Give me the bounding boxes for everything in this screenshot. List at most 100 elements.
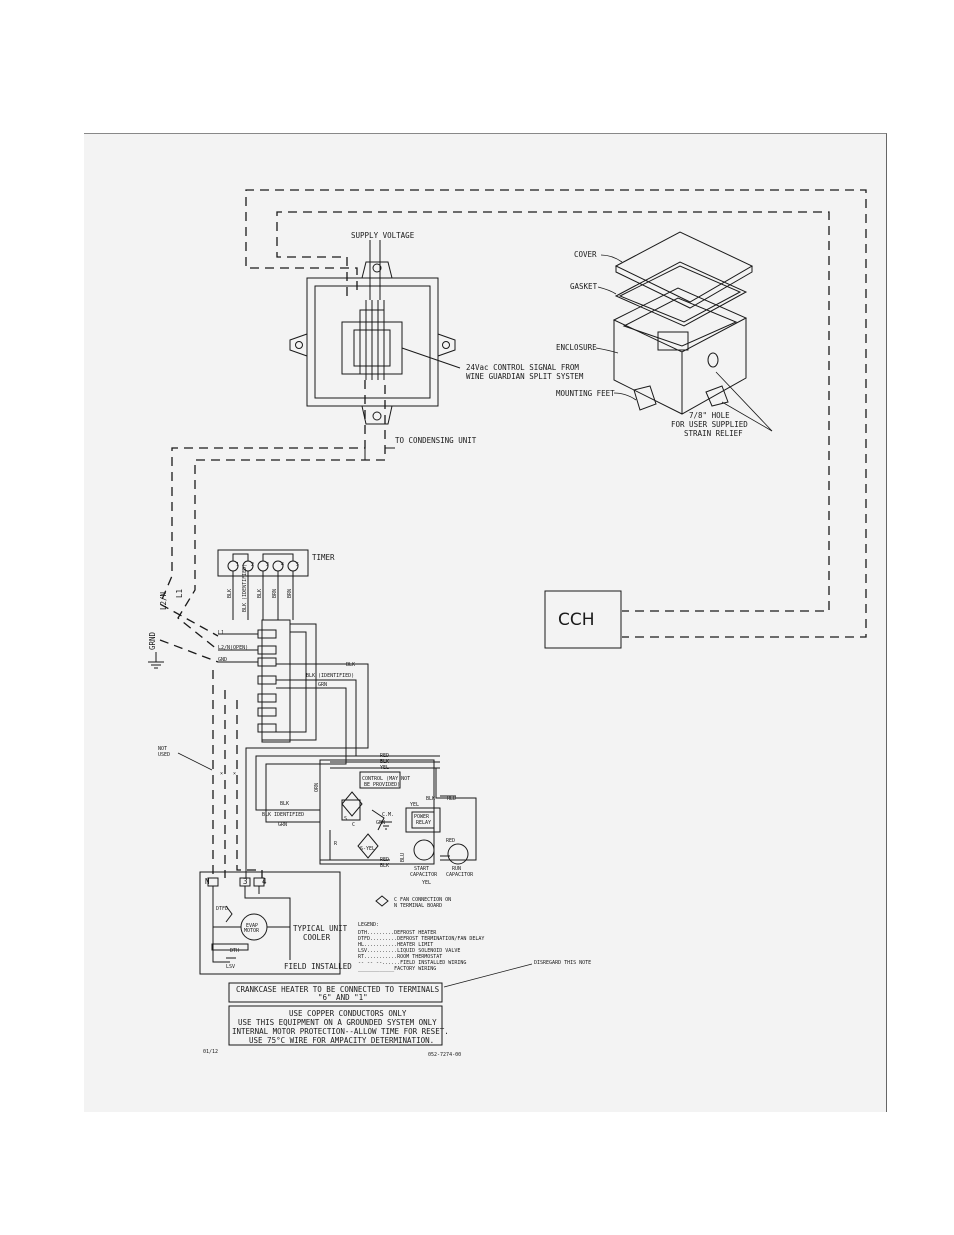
uc-term-3: 3	[243, 877, 248, 886]
ctl-orn: ORN	[314, 783, 320, 792]
fan-note-2: N TERMINAL BOARD	[394, 903, 442, 909]
copper-note-4: USE 75°C WIRE FOR AMPACITY DETERMINATION…	[249, 1036, 434, 1045]
run-cap-1: RUN	[452, 866, 461, 872]
junction-box	[289, 240, 461, 460]
disregard-leader	[443, 963, 533, 988]
timer-terminal-1: 1	[236, 562, 239, 568]
power-relay-2: RELAY	[416, 820, 431, 826]
legend-item: HL...........HEATER LIMIT	[358, 942, 433, 948]
start-cap-1: START	[414, 866, 429, 872]
enclosure-label: ENCLOSURE	[556, 343, 597, 352]
ctl-grn: GRN	[278, 822, 287, 828]
timer-label: TIMER	[312, 553, 335, 562]
ctl-yel2: YEL	[410, 802, 419, 808]
ground-symbol	[148, 652, 164, 669]
ctl-s: S	[344, 816, 347, 822]
footer-date: 01/12	[203, 1049, 218, 1055]
control-signal-label-1: 24Vac CONTROL SIGNAL FROM	[466, 363, 579, 372]
evap-motor-1: EVAP	[246, 923, 258, 929]
l1-terminal-label: L1	[218, 630, 224, 636]
timer-wire-2: BLK (IDENTIFIED)	[242, 564, 248, 612]
ctl-blk3: BLK	[380, 863, 389, 869]
control-signal-label-2: WINE GUARDIAN SPLIT SYSTEM	[466, 372, 584, 381]
ctl-yel: YEL	[380, 765, 389, 771]
ctl-syel: S-YEL	[360, 846, 375, 852]
uc-dth: DTH	[230, 948, 239, 954]
legend-item: DTFD.........DEFROST TERMINATION/FAN DEL…	[358, 936, 484, 942]
legend-item: -- -- --......FIELD INSTALLED WIRING	[358, 960, 466, 966]
field-installed-label: FIELD INSTALLED	[284, 962, 352, 971]
timer	[217, 549, 309, 620]
board-wire-blk-identified: BLK (IDENTIFIED)	[306, 673, 354, 679]
ctl-blk-identified: BLK IDENTIFIED	[262, 812, 304, 818]
fan-note-symbol	[375, 895, 389, 907]
timer-terminal-4: 4	[281, 562, 284, 568]
start-cap-2: CAPACITOR	[410, 872, 438, 878]
footer-part-number: 052-7274-00	[428, 1052, 461, 1058]
uc-dtfd: DTFD	[216, 906, 228, 912]
legend: LEGEND: DTH.........DEFROST HEATER DTFD.…	[358, 922, 484, 972]
unit-cooler	[199, 871, 341, 975]
gasket-label: GASKET	[570, 282, 598, 291]
not-used-x-1: ×	[220, 771, 223, 777]
cch-label: CCH	[558, 610, 595, 630]
crankcase-note-2: "6" AND "1"	[318, 993, 368, 1002]
ctl-yel3: YEL	[422, 880, 431, 886]
timer-terminal-2: 2	[251, 562, 254, 568]
control-section	[319, 755, 477, 865]
ctl-grn2: GRN	[376, 820, 385, 826]
copper-note-3: INTERNAL MOTOR PROTECTION--ALLOW TIME FO…	[232, 1027, 449, 1036]
unit-cooler-label-1: TYPICAL UNIT	[293, 924, 348, 933]
ctl-blu: BLU	[400, 853, 406, 862]
not-used-label-1: NOT	[158, 746, 167, 752]
timer-wire-5: BRN	[287, 589, 293, 598]
fan-note-1: C FAN CONNECTION ON	[394, 897, 451, 903]
timer-terminal-3: 3	[266, 562, 269, 568]
ctl-red2: RED	[447, 796, 456, 802]
ctl-blk: BLK	[380, 759, 389, 765]
l2n-terminal-label: L2/N(OPEN)	[218, 645, 248, 651]
legend-item: ____________FACTORY WIRING	[358, 966, 436, 972]
copper-note-2: USE THIS EQUIPMENT ON A GROUNDED SYSTEM …	[238, 1018, 437, 1027]
control-note-1: CONTROL (MAY NOT	[362, 776, 410, 782]
ctl-red4: RED	[446, 838, 455, 844]
ctl-cm: C.M.	[382, 812, 394, 818]
ctl-red: RED	[380, 753, 389, 759]
copper-note-1: USE COPPER CONDUCTORS ONLY	[289, 1009, 407, 1018]
not-used-label-2: USED	[158, 752, 170, 758]
ctl-blk-left: BLK	[280, 801, 289, 807]
board-wire-grn: GRN	[318, 682, 327, 688]
uc-term-4: 4	[262, 877, 267, 886]
timer-wire-4: BRN	[272, 589, 278, 598]
board-wire-blk: BLK	[346, 662, 355, 668]
uc-term-n: N	[205, 877, 210, 886]
timer-wire-3: BLK	[257, 589, 263, 598]
mounting-feet-label: MOUNTING FEET	[556, 389, 615, 398]
timer-terminal-5: 5	[296, 562, 299, 568]
gnd-terminal-label: GND	[218, 657, 227, 663]
crankcase-note-box	[228, 982, 443, 1003]
legend-item: RT...........ROOM THERMOSTAT	[358, 954, 442, 960]
supply-voltage-label: SUPPLY VOLTAGE	[351, 231, 415, 240]
run-cap-2: CAPACITOR	[446, 872, 474, 878]
legend-item: DTH.........DEFROST HEATER	[358, 930, 437, 936]
evap-motor-2: MOTOR	[244, 928, 260, 934]
timer-wire-1: BLK	[227, 589, 233, 598]
copper-note-box	[228, 1005, 443, 1046]
power-relay-1: POWER	[414, 814, 430, 820]
legend-title: LEGEND:	[358, 922, 379, 928]
ctl-blk2: BLK	[426, 796, 435, 802]
control-note-2: BE PROVIDED)	[364, 782, 400, 788]
ctl-red3: RED	[380, 857, 389, 863]
hole-label-1: 7/8" HOLE	[689, 411, 730, 420]
l2n-label: L2/N	[159, 592, 168, 610]
disregard-note: DISREGARD THIS NOTE	[534, 960, 591, 966]
grnd-label: GRND	[148, 631, 157, 650]
l1-label: L1	[175, 589, 184, 598]
legend-item: LSV..........LIQUID SOLENOID VALVE	[358, 948, 460, 954]
ctl-c: C	[352, 822, 355, 828]
cover-label: COVER	[574, 250, 597, 259]
cch-box	[544, 590, 622, 649]
crankcase-note-1: CRANKCASE HEATER TO BE CONNECTED TO TERM…	[236, 985, 440, 994]
